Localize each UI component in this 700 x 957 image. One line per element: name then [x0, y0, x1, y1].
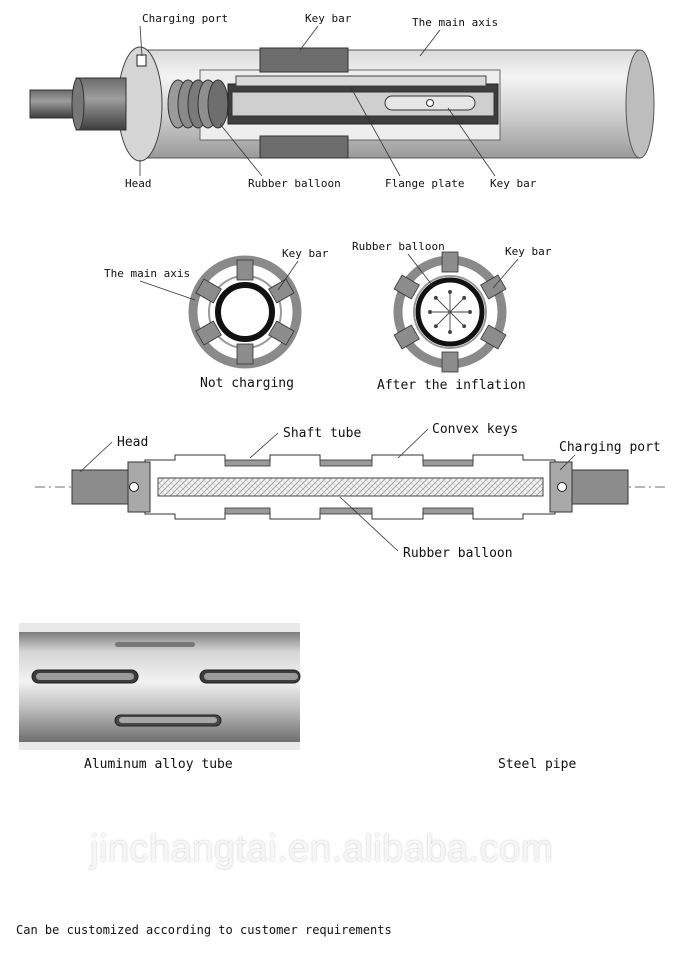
- key-bar: [441, 351, 459, 373]
- inflation-arrows: [428, 290, 472, 334]
- flange-plate: [235, 75, 487, 87]
- key-bar: [195, 278, 222, 304]
- label-head: Head: [125, 177, 152, 190]
- label-main-axis: The main axis: [412, 16, 498, 29]
- inflation-arrow-head: [433, 324, 438, 329]
- caption-after-inflation: After the inflation: [377, 378, 526, 393]
- watermark: jinchangtai.en.alibaba.com: [90, 828, 553, 870]
- label-key-bar-left: Key bar: [282, 247, 329, 260]
- key-bar: [268, 320, 295, 346]
- label-rubber-balloon-right: Rubber balloon: [352, 240, 445, 253]
- cross-section-not-charging: The main axis Key bar Not charging: [104, 247, 329, 391]
- key-bar: [236, 259, 254, 281]
- inflation-arrow-head: [462, 295, 467, 300]
- inflation-arrow-head: [468, 310, 472, 314]
- key-bar: [480, 274, 507, 300]
- photo-aluminum-tube: [19, 623, 301, 750]
- rubber-ring-deflated: [215, 282, 275, 342]
- label-charging-port: Charging port: [142, 12, 228, 25]
- label-rubber-balloon: Rubber balloon: [248, 177, 341, 190]
- key-bar: [393, 324, 420, 350]
- key-bar: [268, 278, 295, 304]
- inflation-arrow-head: [462, 324, 467, 329]
- key-bar: [195, 320, 222, 346]
- label-key-bar-top: Key bar: [305, 12, 352, 25]
- inflation-arrow: [435, 297, 451, 313]
- key-bar: [236, 343, 254, 365]
- caption-aluminum-tube: Aluminum alloy tube: [84, 757, 233, 772]
- inflation-arrow: [449, 311, 465, 327]
- label-key-bar-right: Key bar: [505, 245, 552, 258]
- caption-not-charging: Not charging: [200, 376, 294, 391]
- rubber-ring-inflated: [415, 277, 485, 347]
- label-main-axis-left: The main axis: [104, 267, 190, 280]
- left-journal: [71, 469, 129, 505]
- key-bars-right: [393, 251, 507, 373]
- label-flange-plate: Flange plate: [385, 177, 464, 190]
- key-bar: [441, 251, 459, 273]
- cross-section-after-inflation: Rubber balloon Key bar After the inflati…: [352, 240, 552, 393]
- inflation-arrow: [435, 311, 451, 327]
- key-bars-left: [195, 259, 295, 365]
- key-bar: [393, 274, 420, 300]
- longitudinal-section-diagram: Head Shaft tube Convex keys Charging por…: [35, 422, 665, 561]
- right-journal: [571, 469, 629, 505]
- charging-port-valve-icon: [557, 482, 567, 492]
- inflation-arrow: [449, 297, 465, 313]
- convex-keys: [224, 459, 474, 515]
- label-shaft-tube: Shaft tube: [283, 426, 361, 441]
- key-bar-bottom-block: [259, 135, 349, 159]
- inflation-arrow-head: [433, 295, 438, 300]
- shaft-cutaway-diagram: Charging port Key bar The main axis Head…: [29, 12, 655, 190]
- inflation-arrow-head: [448, 290, 452, 294]
- label-convex-keys: Convex keys: [432, 422, 518, 437]
- footer-note: Can be customized according to customer …: [16, 923, 392, 937]
- label-head-long: Head: [117, 435, 148, 450]
- label-rubber-balloon-long: Rubber balloon: [403, 546, 513, 561]
- key-bar: [480, 324, 507, 350]
- rubber-balloon-coils: [167, 79, 229, 129]
- label-charging-port-long: Charging port: [559, 440, 661, 455]
- inflation-arrow-head: [428, 310, 432, 314]
- head-valve-icon: [129, 482, 139, 492]
- key-bar-top-block: [259, 47, 349, 73]
- caption-steel-pipe: Steel pipe: [498, 757, 577, 772]
- charging-port-valve: [136, 54, 147, 67]
- label-key-bar-bottom: Key bar: [490, 177, 537, 190]
- inflation-arrow-head: [448, 330, 452, 334]
- cylinder-end-cap: [625, 49, 655, 159]
- rubber-balloon-section: [157, 477, 544, 497]
